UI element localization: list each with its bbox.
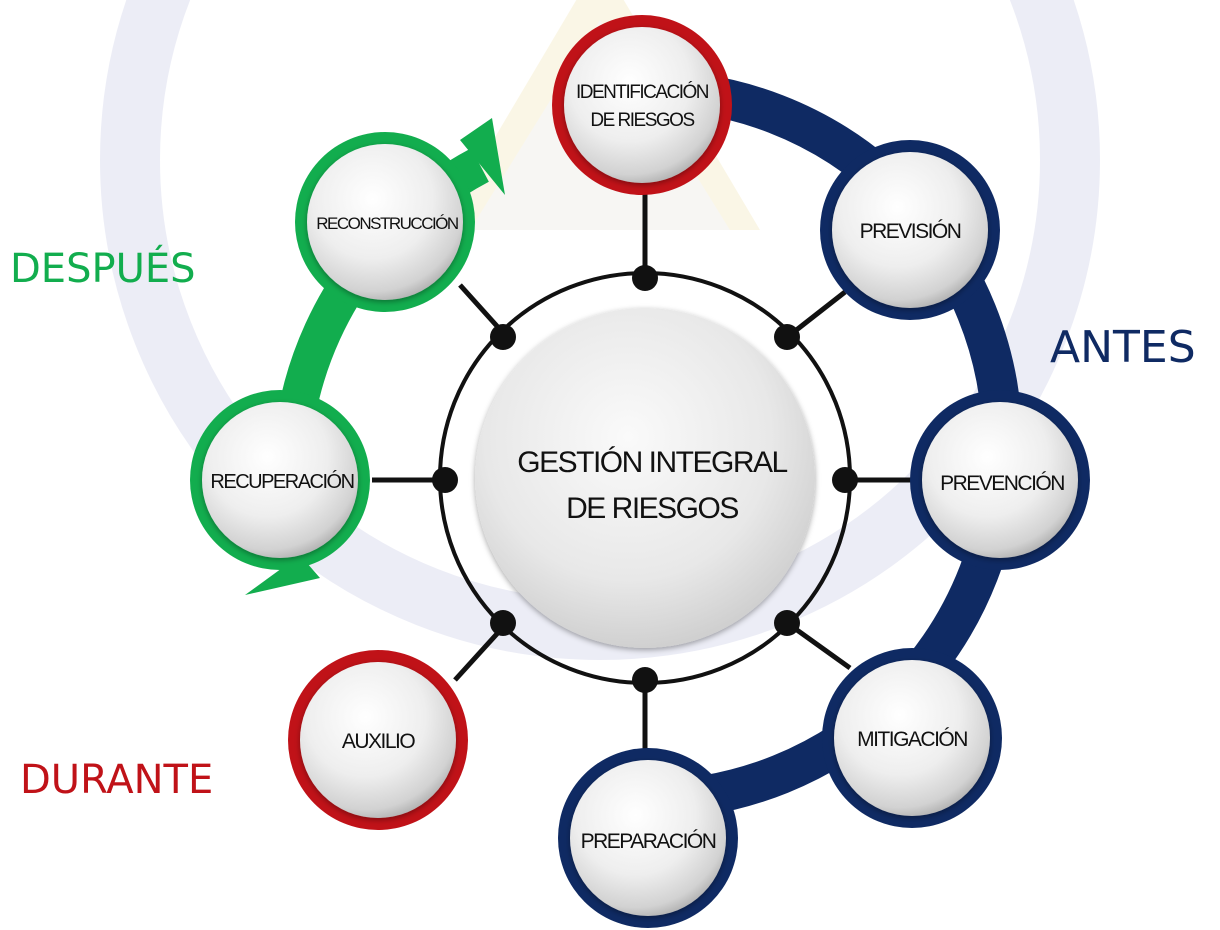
node-mitigacion-label: MITIGACIÓN <box>857 728 967 751</box>
node-auxilio: AUXILIO <box>288 650 468 830</box>
center-label-line2: DE RIESGOS <box>566 492 738 525</box>
node-mitigacion: MITIGACIÓN <box>822 648 1002 828</box>
node-preparacion: PREPARACIÓN <box>558 748 738 928</box>
node-auxilio-label: AUXILIO <box>342 730 416 753</box>
node-identificacion-line1: IDENTIFICACIÓN <box>576 81 709 103</box>
center-label-line1: GESTIÓN INTEGRAL <box>517 446 787 479</box>
phase-durante-label: DURANTE <box>20 757 213 803</box>
node-recuperacion-label: RECUPERACIÓN <box>210 470 353 493</box>
node-reconstruccion: RECONSTRUCCIÓN <box>295 132 475 312</box>
node-preparacion-label: PREPARACIÓN <box>581 830 716 853</box>
node-identificacion: IDENTIFICACIÓN DE RIESGOS <box>552 15 732 195</box>
node-recuperacion: RECUPERACIÓN <box>190 390 370 570</box>
node-prevencion: PREVENCIÓN <box>910 390 1090 570</box>
phase-despues-label: DESPUÉS <box>10 244 196 292</box>
connector-dots <box>432 265 858 693</box>
node-prevencion-label: PREVENCIÓN <box>940 472 1064 495</box>
node-prevision: PREVISIÓN <box>820 140 1000 320</box>
center-node: GESTIÓN INTEGRAL DE RIESGOS <box>475 308 815 648</box>
node-reconstruccion-label: RECONSTRUCCIÓN <box>316 214 458 233</box>
node-prevision-label: PREVISIÓN <box>860 220 961 243</box>
phase-antes-label: ANTES <box>1050 322 1196 373</box>
node-identificacion-line2: DE RIESGOS <box>590 110 694 131</box>
